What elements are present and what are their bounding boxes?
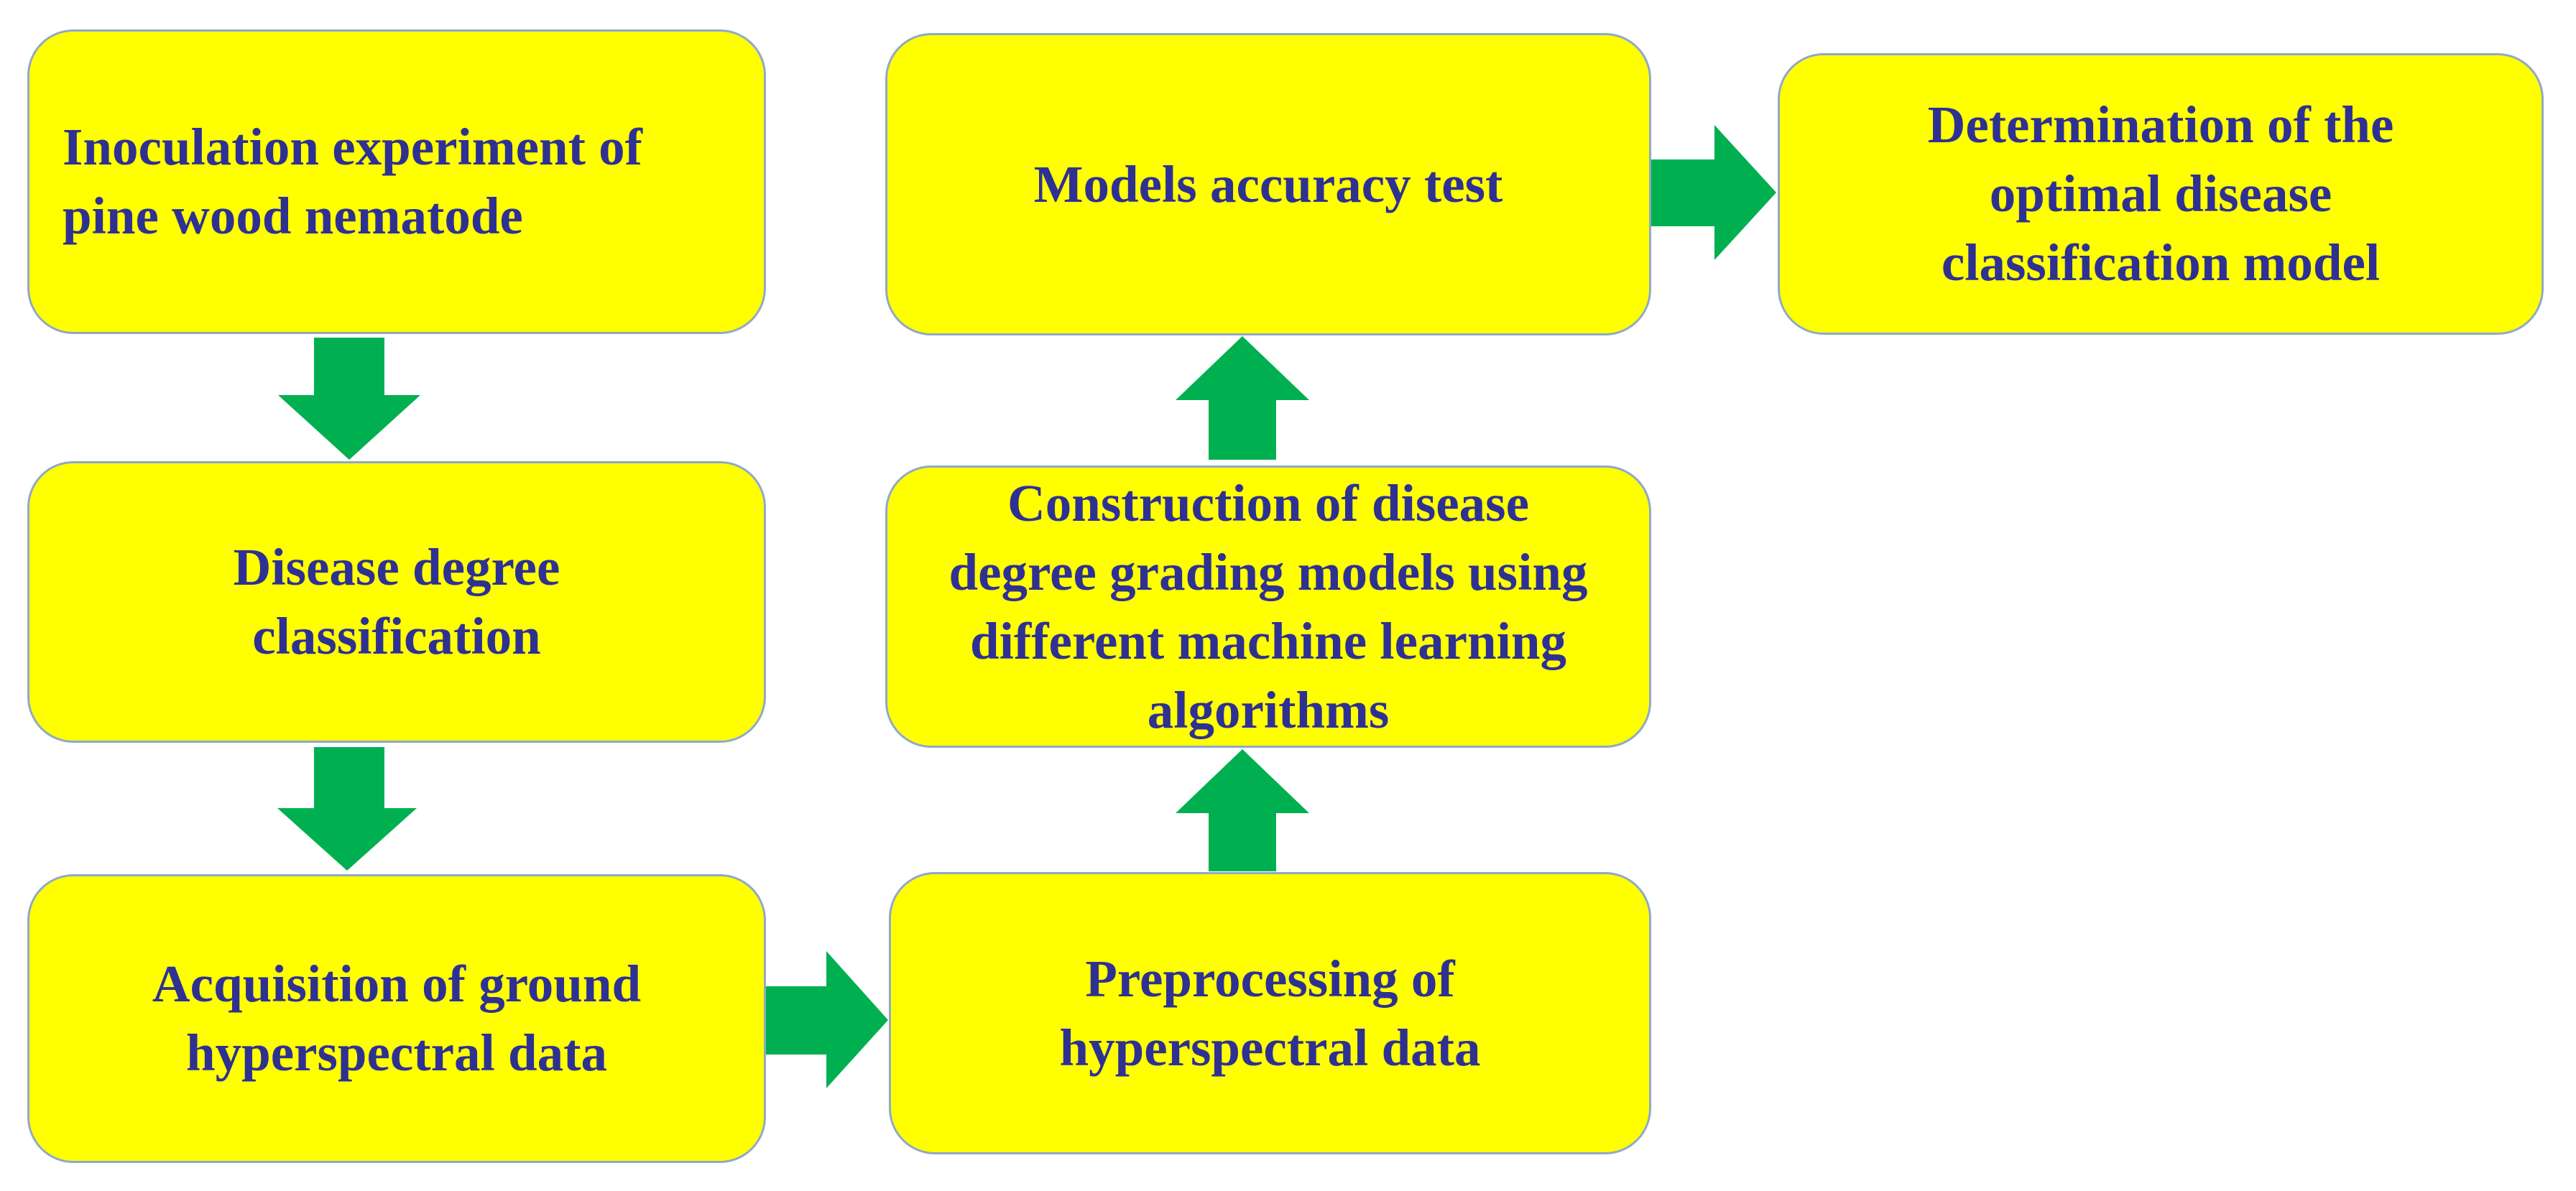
arrow-down-2 (277, 747, 417, 871)
box-construction: Construction of disease degree grading m… (885, 465, 1651, 748)
arrow-up-1 (1176, 749, 1309, 871)
box-acquisition-text: Acquisition of ground hyperspectral data (152, 955, 642, 1082)
box-determination: Determination of the optimal disease cla… (1778, 53, 2544, 335)
arrow-up-2 (1176, 336, 1309, 460)
arrow-right-2 (1651, 125, 1776, 260)
box-determination-text: Determination of the optimal disease cla… (1927, 96, 2394, 292)
box-preprocessing: Preprocessing of hyperspectral data (889, 872, 1651, 1154)
box-disease-degree: Disease degree classification (27, 461, 766, 743)
box-accuracy-test: Models accuracy test (885, 33, 1651, 335)
arrow-right-1 (766, 951, 888, 1088)
box-inoculation-text: Inoculation experiment of pine wood nema… (63, 118, 642, 245)
box-disease-degree-text: Disease degree classification (233, 538, 560, 665)
box-preprocessing-text: Preprocessing of hyperspectral data (1059, 949, 1481, 1077)
box-acquisition: Acquisition of ground hyperspectral data (27, 874, 766, 1163)
box-inoculation: Inoculation experiment of pine wood nema… (27, 29, 766, 334)
box-accuracy-test-text: Models accuracy test (1033, 154, 1503, 213)
arrow-down-1 (278, 338, 420, 460)
box-construction-text: Construction of disease degree grading m… (948, 473, 1588, 739)
